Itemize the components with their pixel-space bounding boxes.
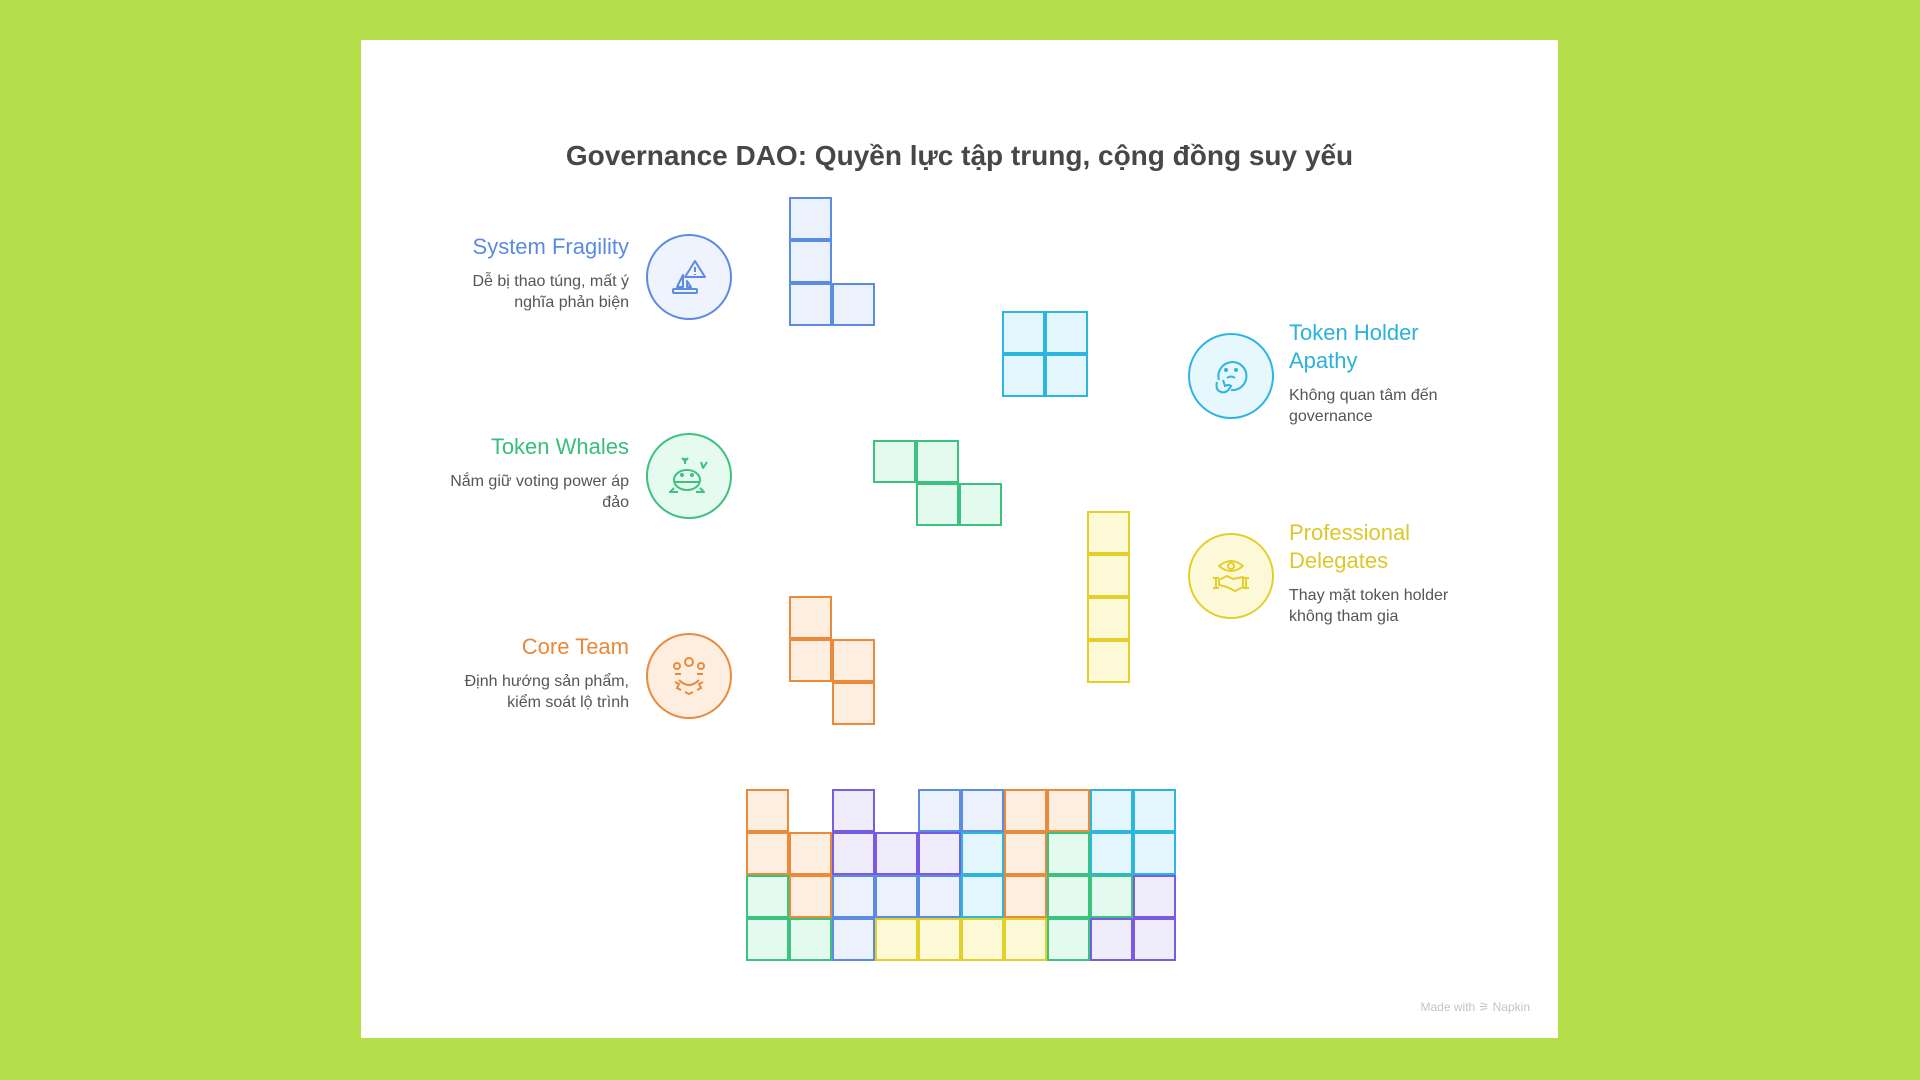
block-green-z: [916, 483, 959, 526]
item-desc: Định hướng sản phẩm,: [464, 673, 629, 690]
grid-cell: [832, 832, 875, 875]
grid-cell: [789, 832, 832, 875]
item-desc: Thay mặt token holder: [1289, 587, 1449, 604]
item-desc: kiểm soát lộ trình: [507, 694, 629, 711]
label-professional-delegates: Professional Delegates Thay mặt token ho…: [1289, 519, 1549, 627]
grid-cell: [1090, 789, 1133, 832]
block-blue-l: [789, 197, 832, 240]
grid-cell: [1133, 789, 1176, 832]
warning-sailboat-icon: [646, 234, 732, 320]
item-title: Professional: [1289, 520, 1411, 545]
grid-cell: [1133, 832, 1176, 875]
label-token-whales: Token Whales Nắm giữ voting power áp đảo: [369, 433, 629, 513]
grid-cell: [746, 918, 789, 961]
item-title: Token Holder: [1289, 320, 1419, 345]
grid-cell: [918, 789, 961, 832]
grid-cell: [875, 918, 918, 961]
grid-cell: [918, 918, 961, 961]
team-gear-icon: [646, 633, 732, 719]
item-title: System Fragility: [472, 234, 629, 259]
eye-handshake-icon: [1188, 533, 1274, 619]
diagram-title: Governance DAO: Quyền lực tập trung, cộn…: [565, 140, 1354, 171]
label-token-holder-apathy: Token Holder Apathy Không quan tâm đến g…: [1289, 319, 1549, 427]
grid-cell: [832, 875, 875, 918]
block-yellow-i: [1087, 640, 1130, 683]
grid-cell: [961, 875, 1004, 918]
grid-cell: [961, 832, 1004, 875]
block-orange-s: [832, 682, 875, 725]
grid-cell: [1004, 832, 1047, 875]
grid-cell: [875, 875, 918, 918]
grid-cell: [961, 918, 1004, 961]
item-desc: governance: [1289, 408, 1373, 425]
block-green-z: [959, 483, 1002, 526]
grid-cell: [1004, 918, 1047, 961]
block-yellow-i: [1087, 554, 1130, 597]
block-cyan-square: [1045, 354, 1088, 397]
block-yellow-i: [1087, 597, 1130, 640]
whale-icon: [646, 433, 732, 519]
grid-cell: [1047, 832, 1090, 875]
grid-cell: [1133, 918, 1176, 961]
grid-cell: [1090, 832, 1133, 875]
grid-cell: [1090, 918, 1133, 961]
grid-cell: [1047, 789, 1090, 832]
item-title: Apathy: [1289, 348, 1358, 373]
block-blue-l: [789, 240, 832, 283]
grid-cell: [746, 789, 789, 832]
block-cyan-square: [1002, 311, 1045, 354]
grid-cell: [1004, 875, 1047, 918]
made-with-napkin-watermark: Made with ⚞ Napkin: [1420, 1000, 1530, 1014]
item-desc: nghĩa phản biện: [514, 294, 629, 311]
label-core-team: Core Team Định hướng sản phẩm, kiểm soát…: [369, 633, 629, 713]
grid-cell: [1090, 875, 1133, 918]
grid-cell: [832, 918, 875, 961]
item-desc: đảo: [602, 494, 629, 511]
item-title: Token Whales: [490, 434, 629, 459]
label-system-fragility: System Fragility Dễ bị thao túng, mất ý …: [369, 233, 629, 313]
block-blue-l: [789, 283, 832, 326]
item-title: Delegates: [1289, 548, 1389, 573]
item-desc: Nắm giữ voting power áp: [450, 473, 629, 490]
grid-cell: [961, 789, 1004, 832]
grid-cell: [789, 918, 832, 961]
block-green-z: [916, 440, 959, 483]
grid-cell: [746, 832, 789, 875]
grid-cell: [746, 875, 789, 918]
grid-cell: [789, 875, 832, 918]
item-title: Core Team: [521, 634, 629, 659]
grid-cell: [1004, 789, 1047, 832]
grid-cell: [1133, 875, 1176, 918]
block-orange-s: [789, 639, 832, 682]
item-desc: không tham gia: [1289, 608, 1399, 625]
block-cyan-square: [1002, 354, 1045, 397]
grid-cell: [1047, 918, 1090, 961]
block-blue-l: [832, 283, 875, 326]
grid-cell: [918, 832, 961, 875]
block-yellow-i: [1087, 511, 1130, 554]
grid-cell: [875, 832, 918, 875]
grid-cell: [918, 875, 961, 918]
grid-cell: [1047, 875, 1090, 918]
diagram-card: Governance DAO: Quyền lực tập trung, cộn…: [361, 40, 1558, 1038]
item-desc: Dễ bị thao túng, mất ý: [472, 273, 629, 290]
item-desc: Không quan tâm đến: [1289, 387, 1438, 404]
thinking-face-icon: [1188, 333, 1274, 419]
block-orange-s: [832, 639, 875, 682]
grid-cell: [832, 789, 875, 832]
block-green-z: [873, 440, 916, 483]
block-orange-s: [789, 596, 832, 639]
block-cyan-square: [1045, 311, 1088, 354]
